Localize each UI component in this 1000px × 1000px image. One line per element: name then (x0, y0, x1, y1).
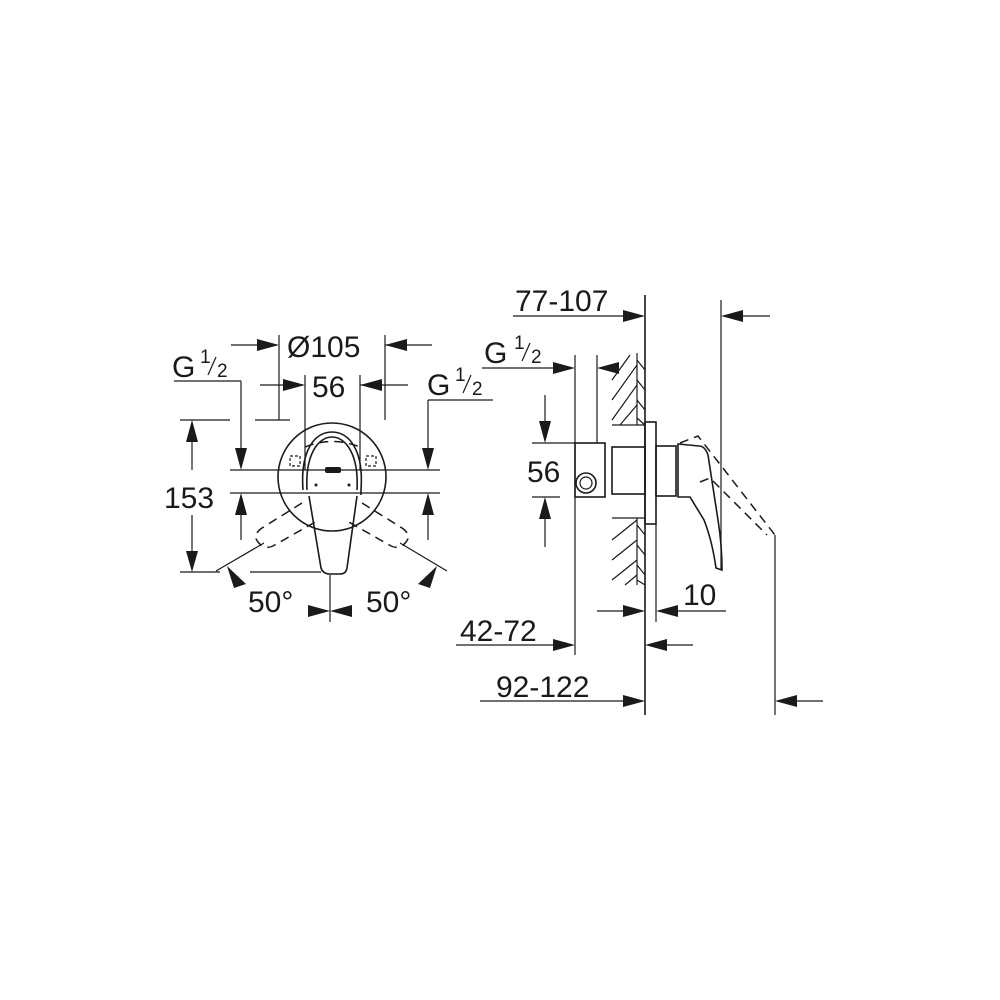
right-thread-label: G (427, 369, 450, 402)
rosette-thickness-label: 10 (683, 579, 716, 612)
left-thread-label: G (172, 351, 195, 384)
min-depth-label: 42-72 (460, 615, 537, 648)
lever-side (677, 443, 723, 572)
side-thread-num: 1 (514, 333, 525, 354)
depth-range-label: 77-107 (515, 285, 608, 318)
angle-right-label: 50° (366, 586, 411, 619)
angle-left-label: 50° (248, 586, 293, 619)
side-view: 77-107 G 1 2 56 10 42-72 (456, 285, 823, 715)
center-width-label: 56 (312, 371, 345, 404)
right-thread-num: 1 (455, 365, 466, 386)
front-view: Ø105 56 G 1 2 G 1 2 (164, 331, 493, 622)
diameter-label: Ø105 (287, 331, 360, 364)
max-depth-label: 92-122 (496, 671, 589, 704)
handle-shape (308, 495, 358, 575)
body-height-label: 56 (527, 456, 560, 489)
wall-hatching (611, 353, 646, 586)
left-thread-den: 2 (217, 361, 228, 382)
rosette-circle (277, 422, 387, 532)
side-thread-den: 2 (531, 347, 542, 368)
rosette-side (644, 421, 657, 525)
height-label: 153 (164, 482, 214, 515)
side-thread-label: G (484, 337, 507, 370)
right-thread-den: 2 (472, 379, 483, 400)
left-thread-num: 1 (200, 347, 211, 368)
valve-body (574, 442, 606, 498)
